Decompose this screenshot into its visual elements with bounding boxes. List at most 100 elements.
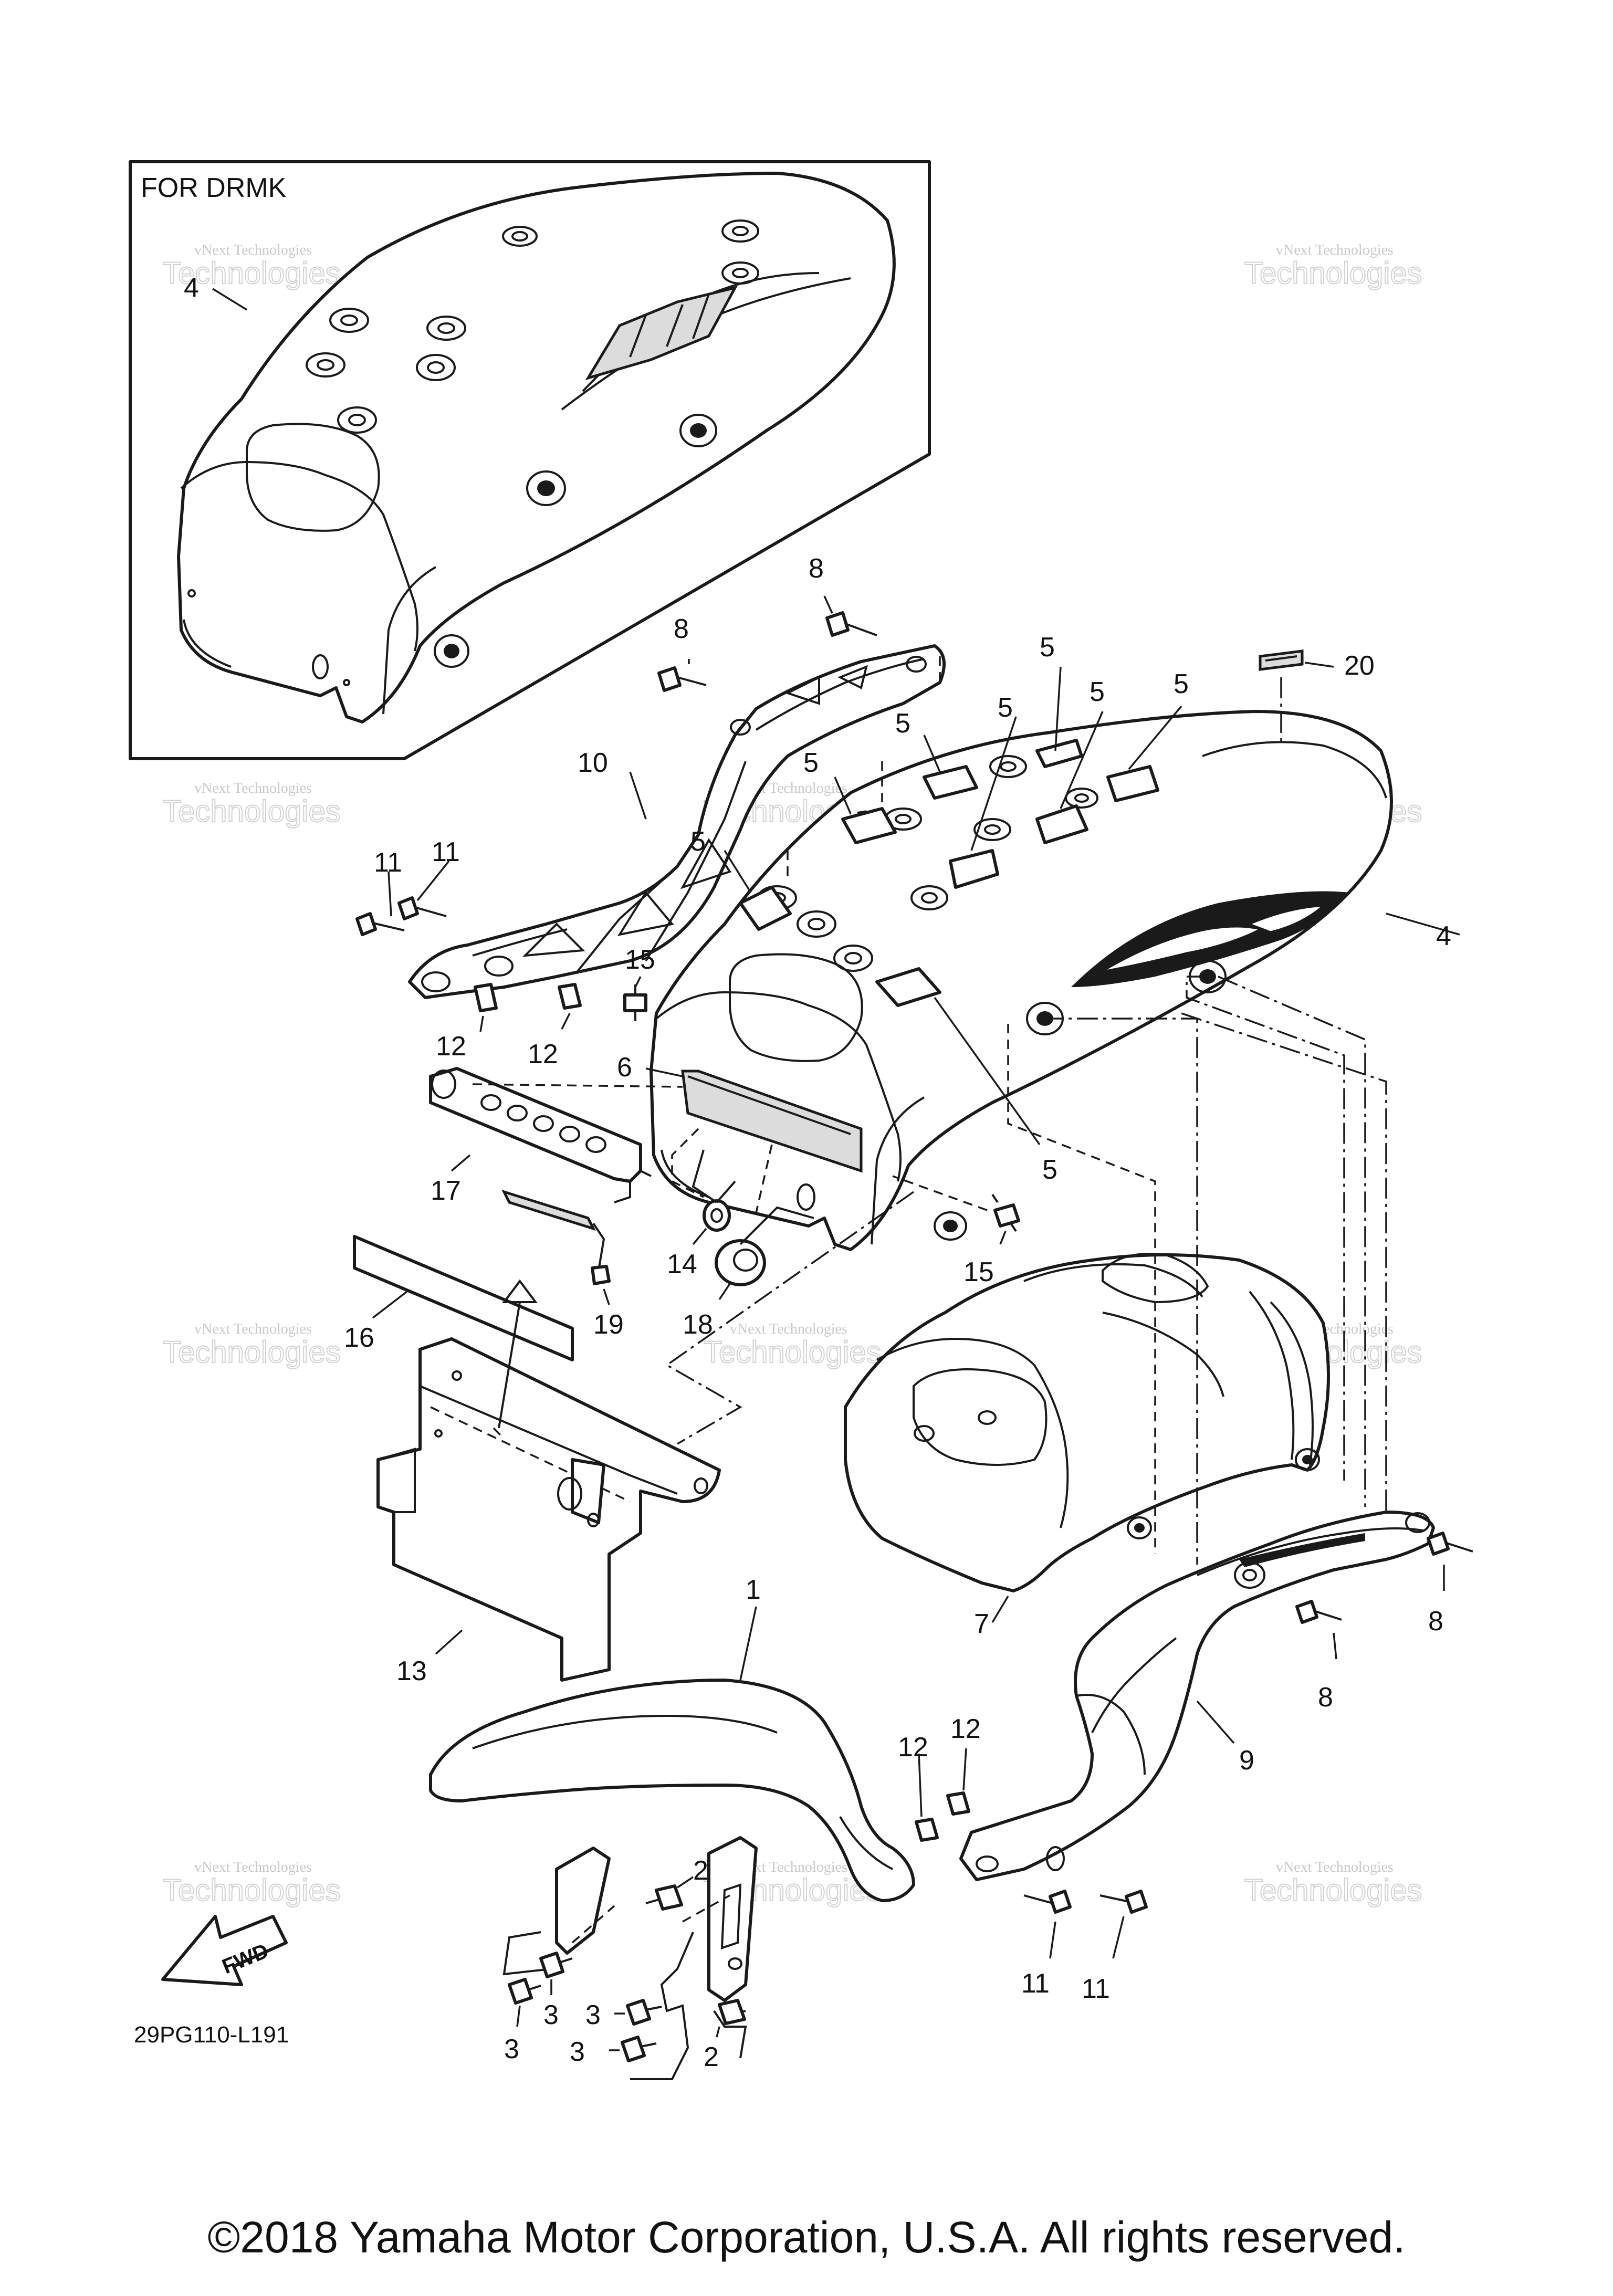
callout-9: 9 bbox=[1239, 1745, 1254, 1776]
callout-12a: 12 bbox=[436, 1031, 466, 1062]
inset-title: FOR DRMK bbox=[141, 173, 287, 203]
label-20: 20 bbox=[1259, 649, 1375, 746]
part-13-plate-bracket: 13 bbox=[376, 1279, 721, 1686]
pad-5 bbox=[1106, 765, 1159, 802]
bolt-15-upper: 15 bbox=[623, 945, 655, 1021]
callout-11a: 11 bbox=[374, 847, 402, 878]
callout-11b: 11 bbox=[432, 837, 460, 867]
bolt-8-top-right: 8 bbox=[809, 553, 877, 637]
bolt-15-lower: 15 bbox=[892, 1175, 1020, 1287]
svg-text:vNext Technologies: vNext Technologies bbox=[194, 1321, 312, 1337]
callout-12d: 12 bbox=[950, 1714, 981, 1744]
callout-2b: 2 bbox=[704, 2042, 719, 2072]
callout-7: 7 bbox=[974, 1609, 989, 1639]
callout-5g: 5 bbox=[1174, 669, 1189, 699]
callout-11d: 11 bbox=[1082, 1974, 1110, 2004]
part-1-front-fender: 1 bbox=[429, 1575, 915, 1902]
part-6-strip: 6 bbox=[617, 1052, 863, 1173]
part-19-wire: 19 bbox=[501, 1189, 624, 1340]
bolt-11-lower: 11 11 bbox=[1021, 1890, 1148, 2004]
svg-text:vNext Technologies: vNext Technologies bbox=[194, 1859, 312, 1875]
callout-3c: 3 bbox=[585, 2000, 601, 2030]
part-16-reflector: 16 bbox=[344, 1235, 574, 1361]
diagram-code: 29PG110-L191 bbox=[134, 2022, 289, 2048]
pad-5 bbox=[739, 886, 792, 931]
callout-10: 10 bbox=[578, 748, 608, 778]
part-4-rear-fender: 4 bbox=[650, 710, 1460, 1251]
collar-12-lower: 12 12 bbox=[898, 1714, 981, 1842]
pad-5 bbox=[875, 967, 941, 1007]
part-18-grommet: 18 bbox=[683, 1206, 814, 1340]
pad-5 bbox=[1035, 739, 1083, 768]
svg-text:vNext Technologies: vNext Technologies bbox=[194, 242, 312, 258]
callout-2a: 2 bbox=[693, 1855, 708, 1886]
inset-drmk: FOR DRMK bbox=[129, 160, 931, 760]
bolt-3: 3 3 3 3 bbox=[504, 1952, 662, 2067]
svg-text:Technologies: Technologies bbox=[704, 1335, 882, 1369]
svg-text:vNext Technologies: vNext Technologies bbox=[1276, 1859, 1394, 1875]
callout-inset-4: 4 bbox=[184, 272, 199, 303]
connector-lines bbox=[665, 656, 1387, 1565]
bolt-8-lower: 8 8 bbox=[1295, 1532, 1473, 1713]
svg-text:Technologies: Technologies bbox=[163, 1873, 341, 1907]
callout-5h: 5 bbox=[1042, 1155, 1057, 1185]
callout-14: 14 bbox=[667, 1249, 697, 1280]
callout-20: 20 bbox=[1344, 651, 1375, 681]
copyright-notice: ©2018 Yamaha Motor Corporation, U.S.A. A… bbox=[207, 2213, 1405, 2262]
callout-3b: 3 bbox=[543, 2000, 559, 2030]
callout-15b: 15 bbox=[963, 1257, 994, 1287]
pad-5 bbox=[841, 807, 897, 844]
pads-5: 5 5 5 5 5 5 5 5 bbox=[690, 632, 1189, 1185]
part-9-bracket: 9 bbox=[959, 1511, 1435, 1881]
callout-5d: 5 bbox=[998, 693, 1013, 723]
bolt-2: 2 2 bbox=[645, 1855, 746, 2072]
callout-3d: 3 bbox=[570, 2037, 585, 2067]
svg-text:vNext Technologies: vNext Technologies bbox=[730, 1321, 847, 1337]
part-17-bracket: 17 bbox=[429, 1067, 683, 1206]
svg-text:Technologies: Technologies bbox=[163, 1335, 341, 1369]
callout-5c: 5 bbox=[895, 708, 910, 739]
callout-5b: 5 bbox=[803, 748, 819, 778]
callout-8c: 8 bbox=[1428, 1606, 1443, 1637]
svg-text:Technologies: Technologies bbox=[163, 794, 341, 829]
callout-11c: 11 bbox=[1021, 1968, 1050, 1999]
callout-8b: 8 bbox=[809, 553, 824, 584]
bolt-8-top-left: 8 bbox=[657, 614, 707, 692]
pad-5 bbox=[923, 765, 978, 800]
inset-holes bbox=[306, 219, 759, 668]
callout-4: 4 bbox=[1436, 921, 1451, 951]
bolt-11-upper: 11 11 bbox=[355, 837, 460, 936]
callout-8a: 8 bbox=[674, 614, 689, 644]
fork-brackets bbox=[502, 1836, 758, 2080]
callout-5e: 5 bbox=[1040, 632, 1055, 663]
callout-5f: 5 bbox=[1090, 677, 1105, 707]
svg-text:Technologies: Technologies bbox=[163, 256, 341, 290]
callout-13: 13 bbox=[396, 1656, 427, 1686]
callout-18: 18 bbox=[683, 1309, 713, 1340]
svg-text:Technologies: Technologies bbox=[1244, 1873, 1422, 1907]
callout-5a: 5 bbox=[690, 826, 706, 857]
callout-12c: 12 bbox=[898, 1732, 928, 1763]
pad-5 bbox=[949, 849, 999, 889]
svg-text:vNext Technologies: vNext Technologies bbox=[194, 780, 312, 796]
part-7-inner-fender: 7 bbox=[844, 1253, 1330, 1639]
callout-6: 6 bbox=[617, 1052, 632, 1083]
callout-1: 1 bbox=[746, 1575, 761, 1605]
collar-12-upper: 12 12 bbox=[436, 983, 582, 1070]
callout-16: 16 bbox=[344, 1323, 374, 1353]
callout-15a: 15 bbox=[625, 945, 655, 975]
callout-8d: 8 bbox=[1318, 1682, 1333, 1713]
svg-text:Technologies: Technologies bbox=[1244, 256, 1422, 290]
part-10-bracket: 10 bbox=[408, 644, 946, 999]
svg-text:vNext Technologies: vNext Technologies bbox=[1276, 242, 1394, 258]
part-14-grommet: 14 bbox=[667, 1149, 736, 1280]
fwd-arrow: FWD bbox=[161, 1915, 288, 1986]
pad-5 bbox=[1035, 804, 1088, 844]
